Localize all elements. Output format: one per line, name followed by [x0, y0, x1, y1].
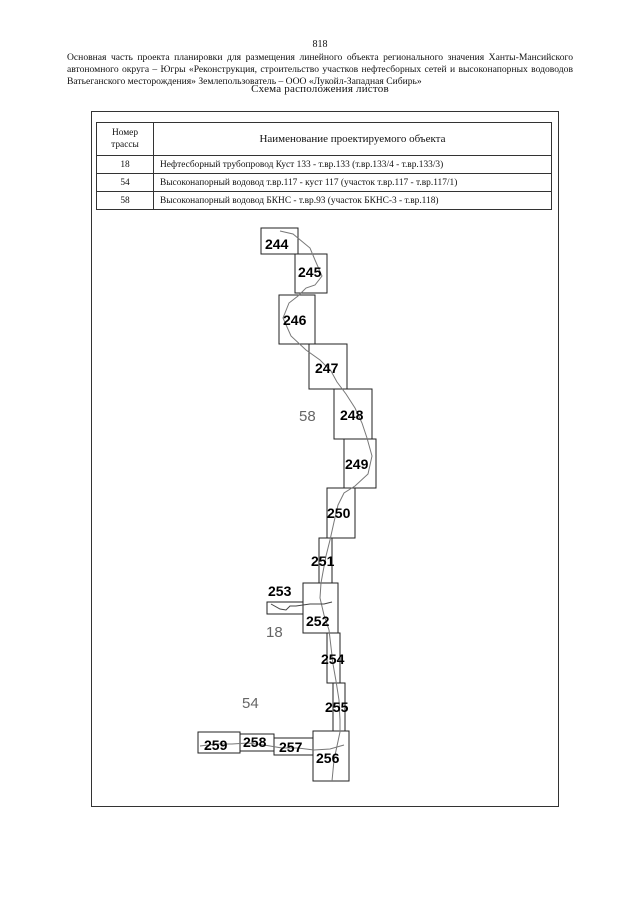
sheet-frame: [343, 438, 377, 489]
sheet-frame: [294, 253, 328, 294]
legend-row: 18 Нефтесборный трубопровод Куст 133 - т…: [96, 155, 552, 174]
page-number: 818: [312, 39, 328, 50]
sheet-label: 246: [283, 312, 307, 328]
sheet-label: 253: [268, 583, 292, 599]
route-line: [199, 742, 345, 751]
route-label: 58: [299, 408, 316, 425]
sheet-label: 249: [345, 456, 369, 472]
route-label: 18: [266, 624, 283, 641]
sheet-frame: [278, 294, 316, 345]
sheet-label: 251: [311, 553, 335, 569]
sheet-frame: [266, 601, 304, 615]
sheet-label: 256: [316, 750, 340, 766]
route-line: [270, 601, 333, 611]
sheet-label: 245: [298, 264, 322, 280]
document-header: Основная часть проекта планировки для ра…: [67, 52, 573, 87]
sheet-label: 259: [204, 737, 228, 753]
sheet-label: 252: [306, 613, 330, 629]
sheet-frame: [260, 227, 299, 255]
sheet-label: 248: [340, 407, 364, 423]
scheme-title: Схема расположения листов: [251, 83, 389, 95]
sheet-label: 258: [243, 734, 267, 750]
legend-row-name: Высоконапорный водовод БКНС - т.вр.93 (у…: [153, 191, 552, 210]
sheet-frame: [326, 487, 356, 539]
legend-table: Номер трассы Наименование проектируемого…: [96, 122, 552, 210]
route-line: [279, 230, 373, 782]
scheme-frame: [91, 111, 559, 807]
sheet-label: 257: [279, 739, 303, 755]
sheet-frame: [312, 730, 350, 782]
route-label: 54: [242, 695, 259, 712]
sheet-label: 244: [265, 236, 289, 252]
sheet-frame: [308, 343, 348, 390]
sheet-label: 255: [325, 699, 349, 715]
sheet-label: 254: [321, 651, 345, 667]
sheet-label: 250: [327, 505, 351, 521]
legend-row: 58 Высоконапорный водовод БКНС - т.вр.93…: [96, 191, 552, 210]
sheet-label: 247: [315, 360, 339, 376]
